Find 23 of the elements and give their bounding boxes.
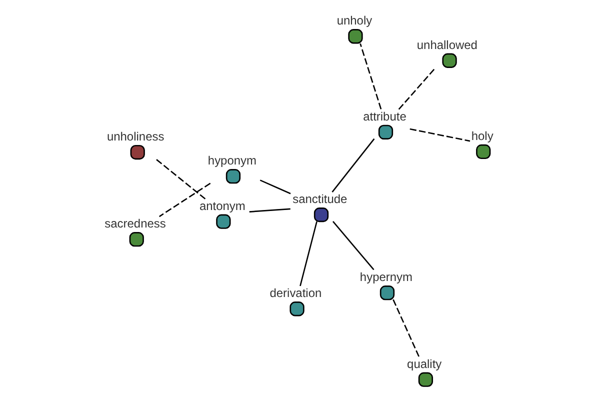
node-label: derivation (270, 286, 322, 300)
node-label: sanctitude (292, 192, 348, 206)
connector (410, 128, 470, 142)
node-label: unhallowed (416, 38, 478, 52)
connector (392, 299, 420, 357)
connector (158, 182, 211, 218)
connector (332, 221, 374, 270)
connector (260, 180, 291, 194)
connector (398, 67, 436, 110)
connector (249, 208, 290, 212)
node-label: unholy (336, 14, 372, 28)
node-label: hyponym (208, 154, 257, 168)
connector (332, 138, 375, 192)
connector (300, 221, 318, 286)
node-label: quality (407, 356, 442, 371)
node-label: attribute (363, 109, 406, 124)
connector (155, 158, 206, 200)
node-label: hypernym (360, 270, 413, 284)
connector (360, 43, 382, 110)
node-label: antonym (199, 198, 246, 213)
node-label: sacredness (104, 216, 166, 231)
node-label: unholiness (106, 130, 164, 144)
node-label: holy (471, 128, 494, 143)
